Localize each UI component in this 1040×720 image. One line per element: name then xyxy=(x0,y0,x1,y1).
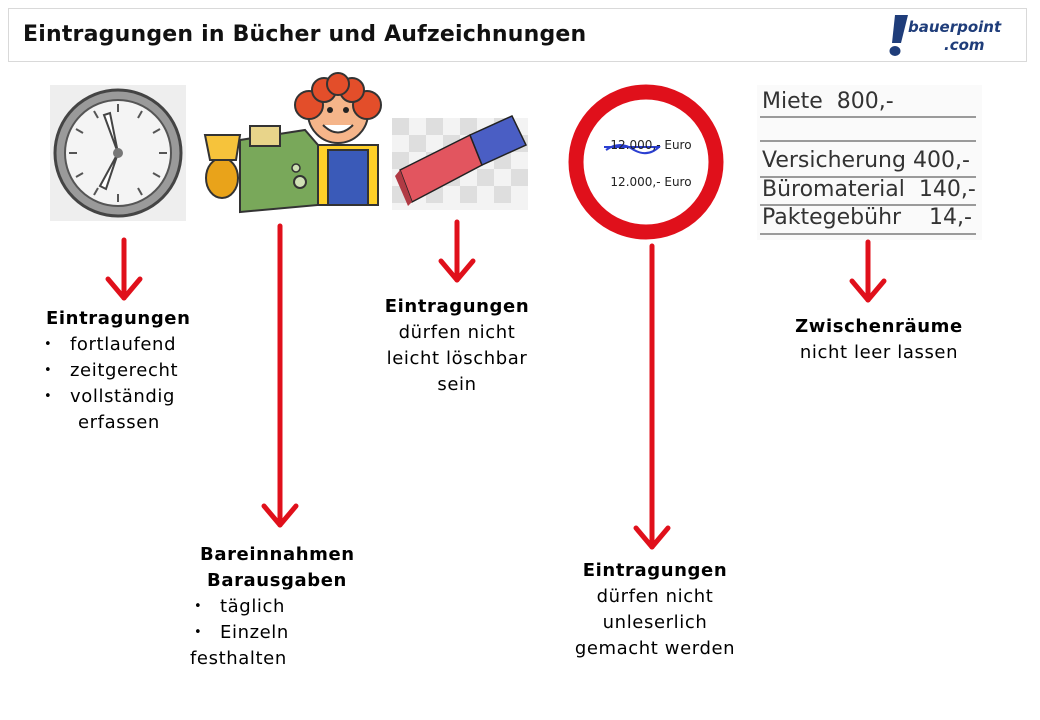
block-bareinnahmen: Bareinnahmen Barausgaben täglich Einzeln… xyxy=(190,542,390,672)
clock-icon xyxy=(50,85,186,221)
arrow-down-icon xyxy=(438,219,476,283)
block-line: leicht löschbar xyxy=(386,348,528,369)
exclamation-icon xyxy=(889,15,908,56)
block-heading: Bareinnahmen xyxy=(200,544,355,565)
list-item: Einzeln xyxy=(190,620,390,646)
block-zwischenraeume: Zwischenräume nicht leer lassen xyxy=(768,314,990,366)
prohibition-sign-icon xyxy=(568,84,724,240)
cash-register-icon xyxy=(203,72,382,214)
arrow-down-icon xyxy=(633,243,671,550)
logo-domain: .com xyxy=(944,36,985,54)
block-heading: Eintragungen xyxy=(582,560,728,581)
block-heading: Zwischenräume xyxy=(795,316,963,337)
notes-line: Versicherung 400,- xyxy=(762,148,970,173)
list-item: vollständig xyxy=(40,384,240,410)
block-heading: Eintragungen xyxy=(384,296,530,317)
arrow-down-icon xyxy=(849,239,887,303)
list-item: zeitgerecht xyxy=(40,358,240,384)
block-fortlaufend: Eintragungen fortlaufend zeitgerecht vol… xyxy=(40,306,240,436)
block-heading: Barausgaben xyxy=(207,570,347,591)
logo-text: bauerpoint xyxy=(908,18,1002,36)
block-line: sein xyxy=(437,374,477,395)
bauerpoint-logo: bauerpoint .com xyxy=(886,13,1016,59)
block-tail: festhalten xyxy=(190,648,287,669)
title-bar: Eintragungen in Bücher und Aufzeichnunge… xyxy=(8,8,1027,62)
block-loeschbar: Eintragungen dürfen nicht leicht löschba… xyxy=(352,294,562,398)
notes-line: Miete 800,- xyxy=(762,89,894,114)
block-line: dürfen nicht xyxy=(596,586,714,607)
arrow-down-icon xyxy=(105,237,143,301)
sign-amount: 12.000,- Euro xyxy=(610,175,692,189)
block-tail: erfassen xyxy=(78,412,160,433)
list-item: fortlaufend xyxy=(40,332,240,358)
block-line: dürfen nicht xyxy=(398,322,516,343)
sign-crossed-amount: 12.000,- Euro xyxy=(610,138,692,152)
page-title: Eintragungen in Bücher und Aufzeichnunge… xyxy=(23,22,587,47)
eraser-icon xyxy=(392,115,528,210)
notes-line: Paktegebühr 14,- xyxy=(762,205,972,230)
block-heading: Eintragungen xyxy=(46,308,191,329)
notes-paper-icon xyxy=(757,85,982,240)
block-line: gemacht werden xyxy=(574,638,736,659)
arrow-down-icon xyxy=(261,223,299,528)
block-unleserlich: Eintragungen dürfen nicht unleserlich ge… xyxy=(545,558,765,662)
block-line: unleserlich xyxy=(602,612,708,633)
notes-line: Büromaterial 140,- xyxy=(762,177,976,202)
arrows xyxy=(105,219,887,550)
list-item: täglich xyxy=(190,594,390,620)
block-line: nicht leer lassen xyxy=(799,342,959,363)
